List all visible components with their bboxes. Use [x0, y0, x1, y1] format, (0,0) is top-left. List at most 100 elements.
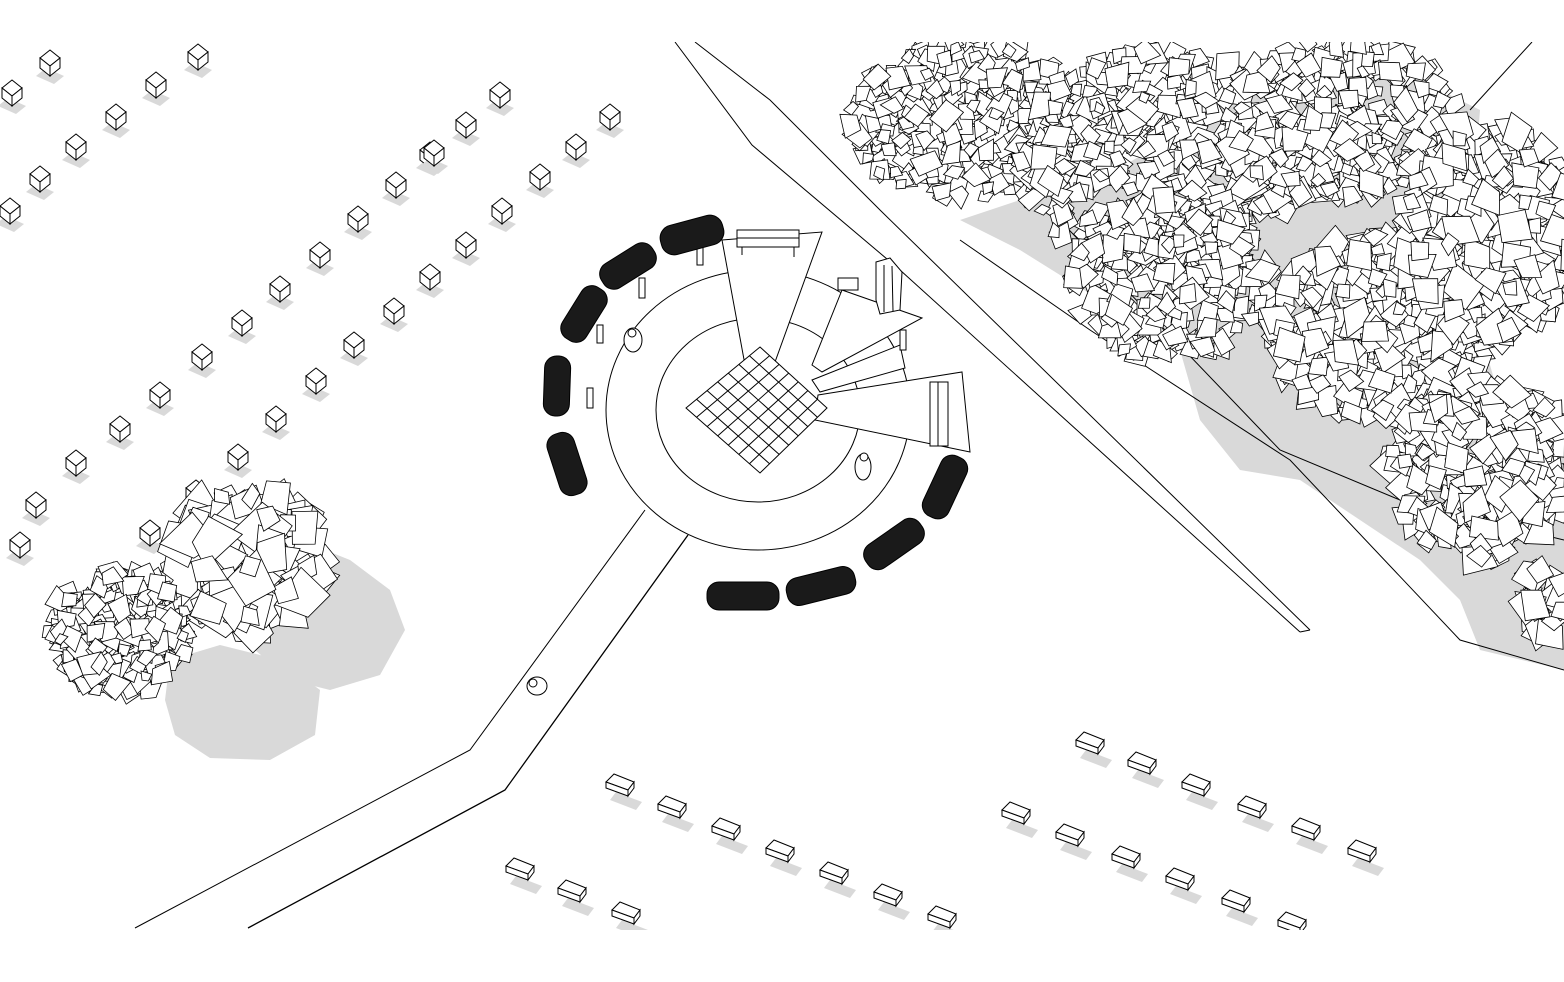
paving-grid: [685, 346, 828, 474]
canopy-boundary-a: [959, 239, 1564, 671]
grave-marker: [927, 905, 957, 930]
grave-marker: [306, 241, 334, 276]
grave-marker: [562, 133, 590, 168]
canopy-cluster-8: [1507, 555, 1564, 652]
grave-marker: [266, 275, 294, 310]
grave-marker: [657, 795, 694, 832]
grave-marker: [184, 43, 212, 78]
hedge-7: [785, 565, 857, 607]
person-3: [526, 676, 548, 696]
grave-marker: [526, 163, 554, 198]
furniture: [586, 229, 949, 447]
path-left-edge-inner: [247, 534, 689, 929]
diagonal-road-edge-a: [674, 42, 1301, 633]
grave-marker: [0, 79, 26, 114]
grave-marker: [302, 367, 330, 402]
people: [526, 327, 872, 696]
grave-marker: [26, 165, 54, 200]
grave-marker: [452, 231, 480, 266]
person-2: [854, 452, 872, 481]
monument-stone: [875, 257, 903, 315]
grave-marker: [416, 263, 444, 298]
grave-marker: [382, 171, 410, 206]
paving-outline: [685, 346, 828, 474]
grave-marker: [142, 71, 170, 106]
walkways: [134, 42, 1564, 929]
hedges: [542, 214, 969, 611]
hedge-4: [542, 355, 572, 417]
grave-marker: [873, 883, 910, 920]
hedge-1: [659, 214, 725, 256]
grave-marker: [596, 103, 624, 138]
grave-marker: [1181, 773, 1218, 810]
tree-large: [157, 478, 341, 654]
grave-marker: [1075, 731, 1112, 768]
grave-marker: [1001, 801, 1038, 838]
grave-marker: [819, 861, 856, 898]
grave-marker: [1237, 795, 1274, 832]
grave-marker: [1111, 845, 1148, 882]
grave-marker: [765, 839, 802, 876]
grave-marker: [1277, 911, 1307, 930]
grave-marker: [486, 81, 514, 116]
grave-marker: [557, 879, 594, 916]
grave-marker: [6, 531, 34, 566]
canopy-cluster-4: [1062, 186, 1282, 367]
grave-marker: [420, 139, 448, 174]
grave-marker: [1291, 817, 1328, 854]
hedge-9: [921, 454, 969, 520]
canopy-cluster-7: [1369, 367, 1564, 576]
diagonal-road-end: [1299, 629, 1311, 633]
canopy-cluster-6: [1386, 111, 1564, 356]
bollards: [586, 244, 907, 409]
hedge-3: [560, 285, 608, 343]
person-1: [623, 327, 643, 353]
hedge-5: [546, 431, 588, 497]
diagonal-road-edge-b: [694, 42, 1311, 631]
grave-marker: [146, 381, 174, 416]
wedge-right: [811, 344, 906, 393]
small-block: [837, 277, 859, 291]
grave-marker: [0, 197, 24, 232]
grave-marker: [611, 901, 648, 930]
grave-marker: [188, 343, 216, 378]
canopy-cluster-3: [1215, 42, 1472, 210]
grave-marker: [505, 857, 542, 894]
hedge-8: [863, 517, 925, 571]
grave-marker: [344, 205, 372, 240]
bench-top: [736, 229, 800, 257]
tree-shadow-small-left: [165, 645, 320, 760]
wedge-bench-top: [721, 231, 823, 366]
grave-marker: [62, 449, 90, 484]
hedge-6: [706, 581, 780, 611]
path-left-edge-outer: [134, 509, 646, 929]
grave-marker: [488, 197, 516, 232]
tree-small: [41, 560, 198, 705]
grave-marker: [1221, 889, 1258, 926]
grave-marker: [228, 309, 256, 344]
grave-marker: [340, 331, 368, 366]
grave-marker: [1127, 751, 1164, 788]
grave-markers: [0, 43, 1384, 930]
trees-left: [41, 478, 341, 705]
grave-marker: [452, 111, 480, 146]
grave-marker: [224, 443, 252, 478]
grave-marker: [36, 49, 64, 84]
grave-marker: [262, 405, 290, 440]
grave-marker: [1165, 867, 1202, 904]
grave-marker: [136, 519, 164, 554]
tree-canopy-right: [839, 42, 1564, 652]
grave-marker: [380, 297, 408, 332]
boundary-diagonal-top-right: [1469, 42, 1533, 111]
grave-marker: [605, 773, 642, 810]
grave-marker: [711, 817, 748, 854]
bench-right: [929, 381, 949, 447]
grave-marker: [62, 133, 90, 168]
grave-marker: [22, 491, 50, 526]
grave-marker: [1347, 839, 1384, 876]
grave-marker: [1055, 823, 1092, 860]
hedge-2: [599, 242, 657, 290]
grave-marker: [106, 415, 134, 450]
